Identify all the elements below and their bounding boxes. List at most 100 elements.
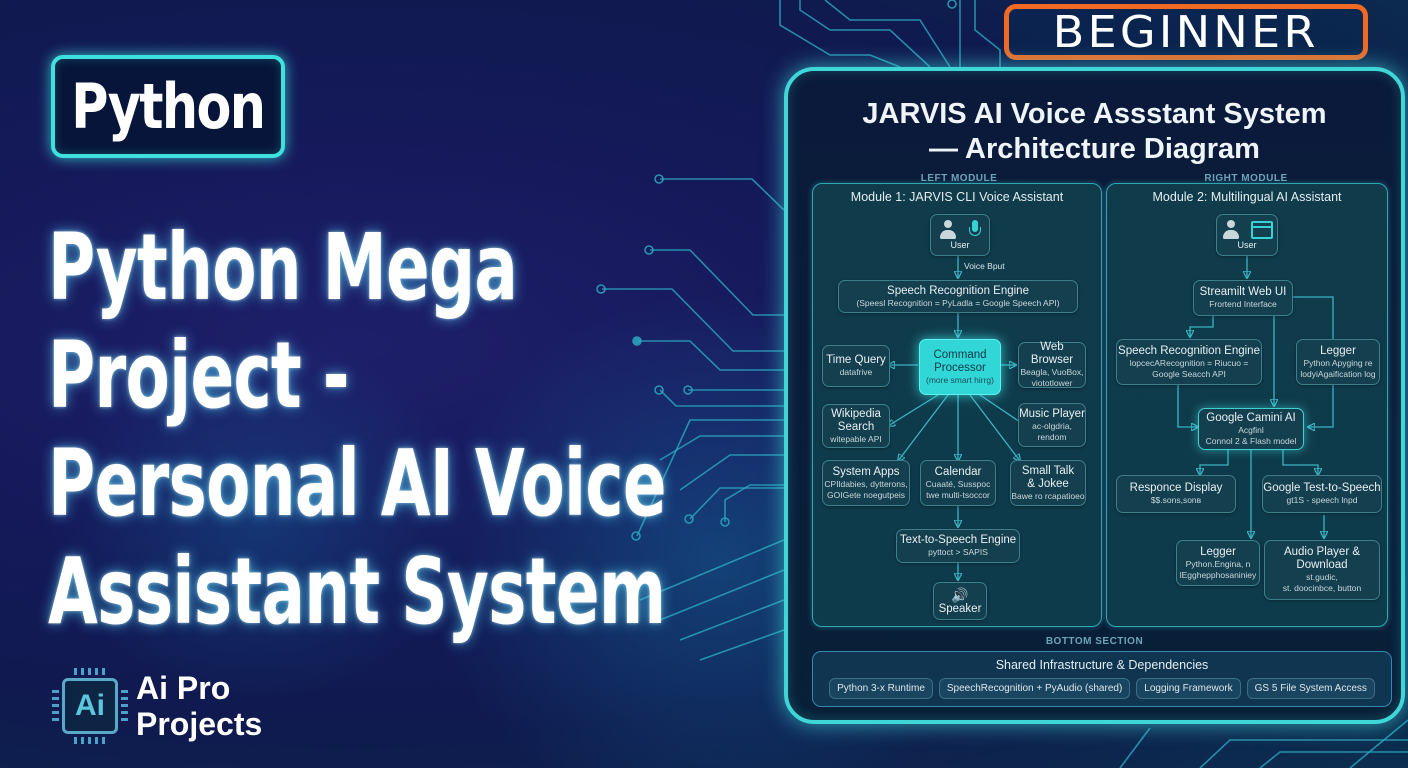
node-label: User <box>950 240 970 250</box>
dependency-chip: Python 3-x Runtime <box>829 678 933 699</box>
shared-infrastructure-title: Shared Infrastructure & Dependencies <box>995 658 1209 672</box>
node-music-player: Music Player ac-olgdria, rendom <box>1018 403 1086 447</box>
left-module-label: LEFT MODULE <box>920 173 998 184</box>
user-icon <box>938 220 958 240</box>
ai-chip-icon: Ai <box>52 668 128 744</box>
node-subtitle: Connol 2 & Flash model <box>1205 435 1297 446</box>
brand-name-line: Projects <box>136 706 263 742</box>
node-subtitle: Acgfinl <box>1238 424 1264 435</box>
node-title: Small Talk <box>1021 464 1075 477</box>
node-wikipedia-search: Wikipedia Search witepable API <box>822 404 890 448</box>
node-subtitle: Bawe ro rcapatioeo <box>1011 490 1085 501</box>
node-title: Streamilt Web UI <box>1199 286 1287 298</box>
node-response-display: Responce Display $$.sоns,sоnв <box>1116 475 1236 513</box>
dependency-chip: SpeechRecognition + PyAudio (shared) <box>938 678 1131 699</box>
user-icon <box>1221 220 1241 240</box>
node-google-gemini-ai: Google Camini AI Acgfinl Connol 2 & Flas… <box>1198 408 1304 450</box>
node-subtitle: Beagla, VuoBox, <box>1020 367 1084 377</box>
node-title: Web Browser <box>1030 341 1074 366</box>
node-subtitle: lopcecARecognition = Riucuo = <box>1129 357 1249 368</box>
architecture-diagram-panel: JARVIS AI Voice Assstant System — Archit… <box>784 67 1405 724</box>
dependency-list: Python 3-x Runtime SpeechRecognition + P… <box>825 678 1379 699</box>
node-speaker: 🔊 Speaker <box>933 582 987 620</box>
shared-infrastructure: Shared Infrastructure & Dependencies Pyt… <box>812 651 1392 707</box>
diagram-title-line: — Architecture Diagram <box>929 133 1260 165</box>
node-title: Legger <box>1320 344 1356 357</box>
node-subtitle: pyttoct > SAPIS <box>928 547 988 557</box>
title-line: Assistant System <box>48 538 666 645</box>
node-subtitle: lodyiAgaification log <box>1300 368 1376 379</box>
node-title: Legger <box>1200 545 1236 558</box>
node-title: Time Query <box>826 354 886 366</box>
dependency-chip: GS 5 File System Access <box>1246 678 1375 699</box>
node-web-browser: Web Browser Beagla, VuoBox, viototlower <box>1018 341 1086 388</box>
node-title: Speech Recognition Engine <box>1118 344 1260 357</box>
node-subtitle: witepable API <box>830 433 882 444</box>
node-title: Responce Display <box>1129 482 1223 494</box>
edge-label-voice-input: Voice Bput <box>964 261 1005 271</box>
node-title: Processor <box>934 361 986 374</box>
node-command-processor: Command Processor (more smart hirrg) <box>919 339 1001 395</box>
node-title: Search <box>837 420 875 433</box>
node-user-cli: User <box>930 214 990 256</box>
node-title: Download <box>1296 559 1348 571</box>
node-subtitle: $$.sоns,sоnв <box>1150 495 1202 505</box>
node-subtitle: datafrive <box>839 367 873 377</box>
circuit-lines-top <box>779 0 1001 68</box>
node-subtitle: (Speesl Recognition = PyLadla = Google S… <box>856 297 1060 308</box>
node-subtitle: GOIGete noegutpeis <box>827 489 905 500</box>
circuit-lines-left <box>596 174 785 661</box>
module-title: Module 1: JARVIS CLI Voice Assistant <box>850 190 1064 204</box>
microphone-icon <box>968 220 982 240</box>
node-title: Audio Player & <box>1283 546 1361 558</box>
node-calendar: Calendar Cuaaté, Susspoc twe multi-tsocc… <box>920 460 996 506</box>
node-speech-recognition-engine: Speech Recognition Engine (Speesl Recogn… <box>838 280 1078 313</box>
node-title: System Apps <box>832 465 900 478</box>
node-audio-player-download: Audio Player & Download st.gudic, st. do… <box>1264 540 1380 600</box>
diagram-title: JARVIS AI Voice Assstant System — Archit… <box>788 97 1401 167</box>
node-subtitle: Google Seacch API <box>1152 368 1226 379</box>
node-title: Google Test-to-Speech <box>1263 482 1381 494</box>
node-subtitle: CPIldabies, dytterons, <box>824 478 908 489</box>
node-subtitle: Python Apyging re <box>1303 357 1373 368</box>
right-module-label: RIGHT MODULE <box>1204 173 1288 184</box>
node-time-query: Time Query datafrive <box>822 345 890 387</box>
node-small-talk-jokes: Small Talk & Jokee Bawe ro rcapatioeo <box>1010 460 1086 506</box>
diagram-title-line: JARVIS AI Voice Assstant System <box>862 98 1327 130</box>
title-line: Personal AI Voice <box>48 430 667 537</box>
node-logger-top: Legger Python Apyging re lodyiAgaificati… <box>1296 339 1380 385</box>
language-tag: Python <box>51 55 285 158</box>
node-title: Calendar <box>934 465 982 478</box>
node-logger-bottom: Legger Python.Engina, n lEgghepphosanini… <box>1176 540 1260 586</box>
browser-window-icon <box>1251 221 1273 239</box>
node-subtitle: Frortend Interface <box>1209 299 1277 309</box>
speaker-icon: 🔊 <box>951 586 969 603</box>
language-tag-label: Python <box>71 70 266 143</box>
node-subtitle: st.gudic, <box>1306 572 1338 582</box>
node-user-web: User <box>1216 214 1278 256</box>
node-label: Speaker <box>938 602 982 615</box>
node-google-text-to-speech: Google Test-to-Speech gt1S - speech lnpd <box>1262 475 1382 513</box>
brand-logo: Ai Ai Pro Projects <box>52 668 262 744</box>
node-subtitle: (more smart hirrg) <box>925 374 994 385</box>
node-speech-recognition-engine-2: Speech Recognition Engine lopcecARecogni… <box>1116 339 1262 385</box>
circuit-lines-bottom-right <box>1119 719 1408 768</box>
node-title: & Jokee <box>1027 477 1069 490</box>
node-subtitle: viototlower <box>1031 378 1073 388</box>
node-label: User <box>1237 240 1257 250</box>
node-subtitle: ac-olgdria, <box>1032 420 1072 431</box>
node-subtitle: gt1S - speech lnpd <box>1286 495 1358 505</box>
node-subtitle: Cuaaté, Susspoc <box>925 478 991 489</box>
title-line: Python Mega <box>48 214 518 321</box>
node-subtitle: Python.Engina, n <box>1185 558 1251 569</box>
module-title: Module 2: Multilingual AI Assistant <box>1152 190 1342 204</box>
node-streamlit-web-ui: Streamilt Web UI Frortend Interface <box>1193 280 1293 316</box>
node-title: Music Player <box>1019 407 1085 420</box>
node-subtitle: rendom <box>1037 431 1067 442</box>
node-title: Speech Recognition Engine <box>887 284 1029 297</box>
logo-mark: Ai <box>62 678 118 734</box>
node-title: Text-to-Speech Engine <box>899 534 1017 546</box>
title-line: Project - <box>48 322 349 429</box>
bottom-section-label: BOTTOM SECTION <box>1045 636 1144 647</box>
